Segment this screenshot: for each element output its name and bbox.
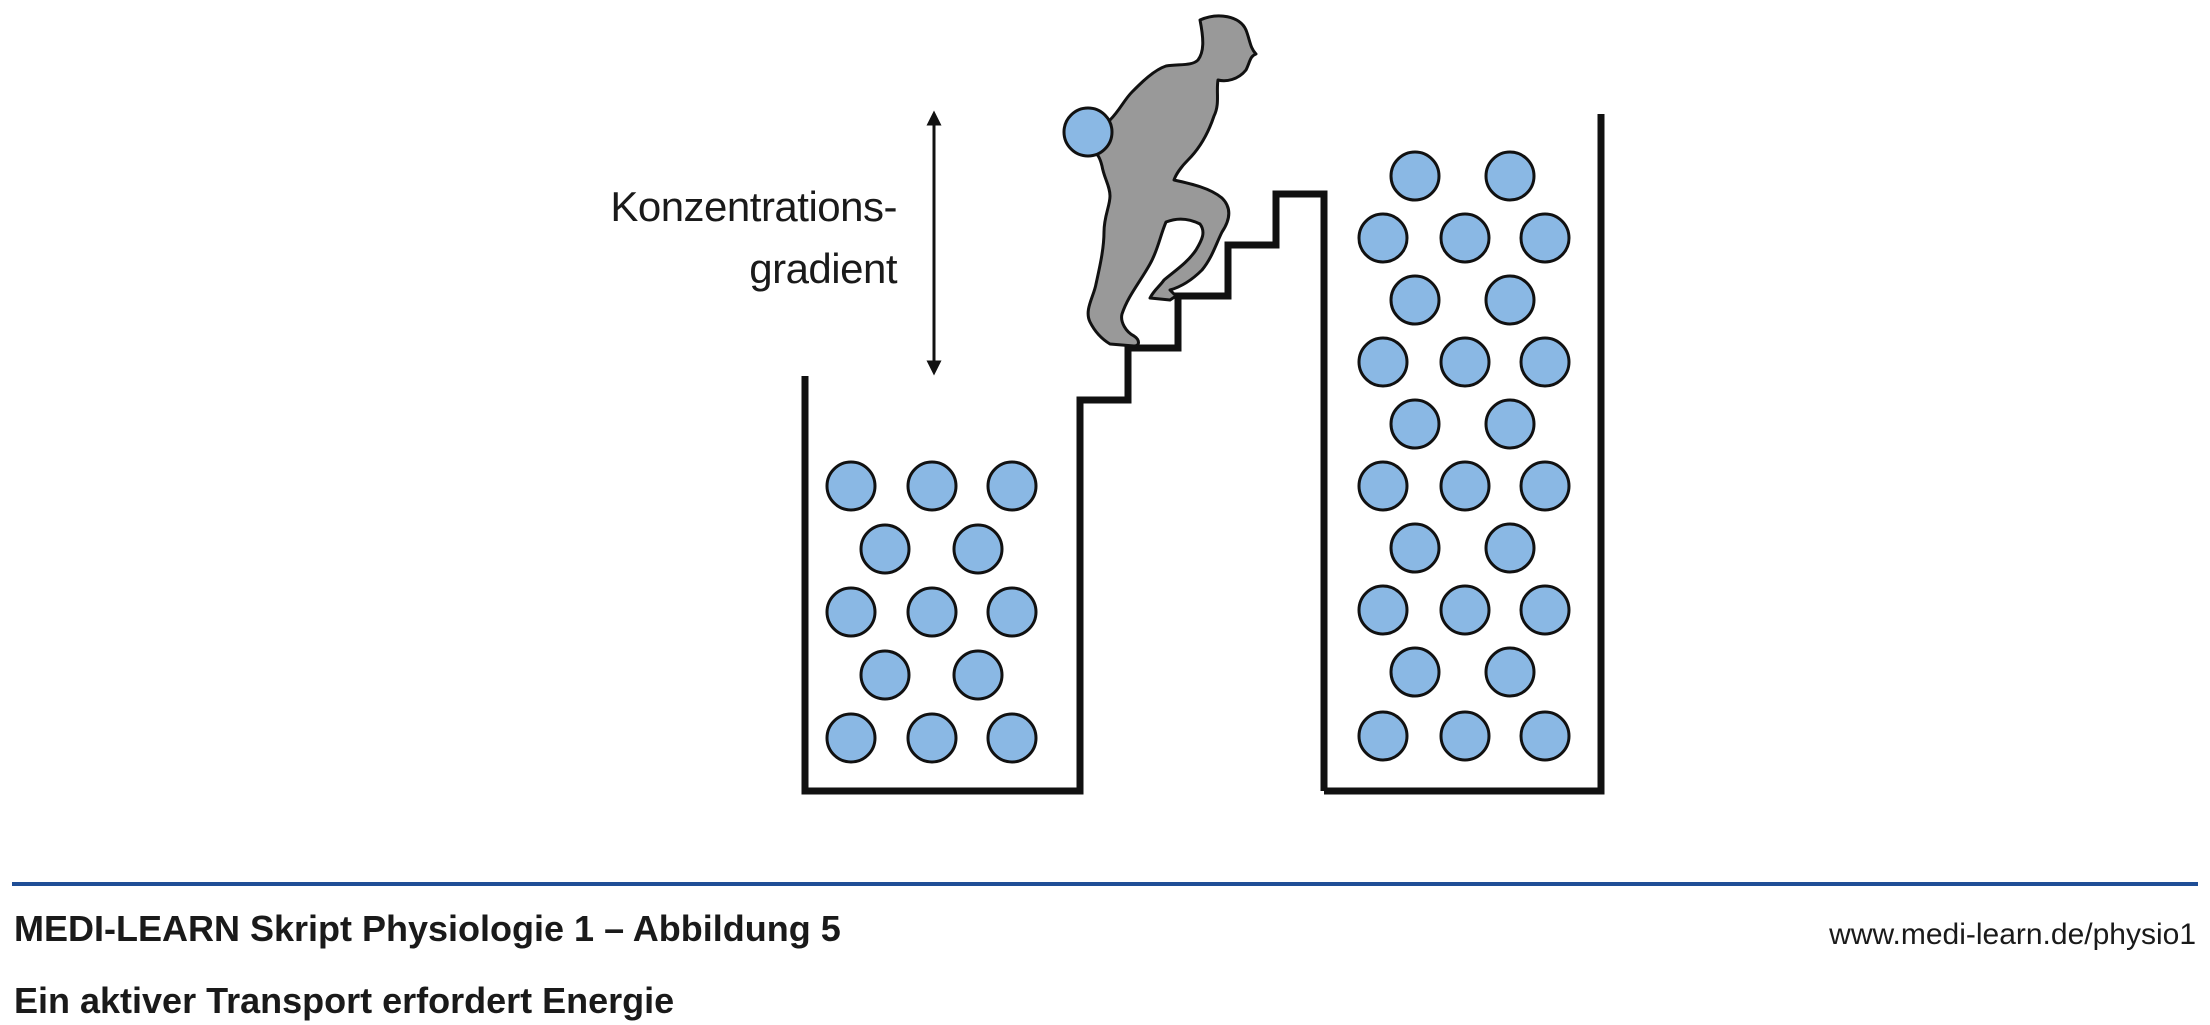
particle	[986, 586, 1038, 638]
particle	[1357, 584, 1409, 636]
particle	[1439, 584, 1491, 636]
particle	[1519, 460, 1571, 512]
particle	[1389, 646, 1441, 698]
particle	[1484, 274, 1536, 326]
particle	[906, 586, 958, 638]
particle	[1439, 336, 1491, 388]
particle	[1357, 710, 1409, 762]
source-url-link[interactable]: www.medi-learn.de/physio1	[1829, 918, 2196, 951]
person-climbing-stairs-icon	[1062, 14, 1258, 348]
particle	[1484, 150, 1536, 202]
particle	[952, 649, 1004, 701]
particle	[1357, 460, 1409, 512]
gradient-label-line1: Konzentrations-	[610, 183, 897, 230]
particle	[1519, 584, 1571, 636]
particle	[1439, 710, 1491, 762]
particle	[986, 712, 1038, 764]
low-concentration-particles	[825, 460, 1038, 764]
low-concentration-container	[801, 190, 1328, 795]
particle	[859, 523, 911, 575]
particle	[1484, 646, 1536, 698]
figure-title: MEDI-LEARN Skript Physiologie 1 – Abbild…	[14, 908, 841, 949]
particle	[825, 586, 877, 638]
particle	[859, 649, 911, 701]
high-concentration-container	[1324, 114, 1605, 795]
particle	[1519, 212, 1571, 264]
particle	[825, 460, 877, 512]
gradient-label-line2: gradient	[749, 245, 897, 292]
particle	[1439, 460, 1491, 512]
particle	[906, 460, 958, 512]
carried-particle	[1062, 106, 1114, 158]
particle	[1389, 274, 1441, 326]
particle	[1389, 398, 1441, 450]
particle	[1484, 398, 1536, 450]
particle	[986, 460, 1038, 512]
particle	[1357, 212, 1409, 264]
particle	[825, 712, 877, 764]
particle	[952, 523, 1004, 575]
high-concentration-particles	[1357, 150, 1571, 762]
particle	[1389, 522, 1441, 574]
active-transport-diagram	[801, 14, 1605, 795]
footer-divider	[12, 882, 2198, 886]
particle	[1519, 336, 1571, 388]
particle	[1357, 336, 1409, 388]
particle	[1519, 710, 1571, 762]
figure-caption: Ein aktiver Transport erfordert Energie	[14, 980, 675, 1021]
concentration-gradient-label: Konzentrations- gradient	[610, 176, 897, 300]
particle	[1484, 522, 1536, 574]
particle	[906, 712, 958, 764]
particle	[1439, 212, 1491, 264]
particle	[1389, 150, 1441, 202]
